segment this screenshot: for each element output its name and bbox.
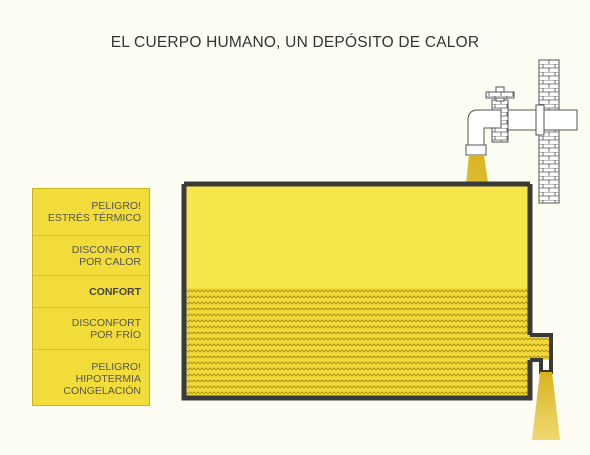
- tank-outline: [181, 184, 533, 401]
- scale-item-heat-stress: PELIGRO! ESTRÉS TÉRMICO: [33, 189, 149, 236]
- scale-item-cold-discomfort: DISCONFORT POR FRÍO: [33, 308, 149, 350]
- scale-item-heat-discomfort: DISCONFORT POR CALOR: [33, 236, 149, 276]
- scale-item-comfort: CONFORT: [33, 276, 149, 308]
- scale-item-hypothermia: PELIGRO! HIPOTERMIA CONGELACIÓN: [63, 360, 141, 397]
- heat-tank: [181, 181, 553, 401]
- outflow-stream: [532, 372, 560, 440]
- inlet-faucet: [465, 86, 578, 156]
- thermal-scale: PELIGRO! ESTRÉS TÉRMICO DISCONFORT POR C…: [32, 188, 150, 406]
- diagram-title: EL CUERPO HUMANO, UN DEPÓSITO DE CALOR: [110, 34, 480, 51]
